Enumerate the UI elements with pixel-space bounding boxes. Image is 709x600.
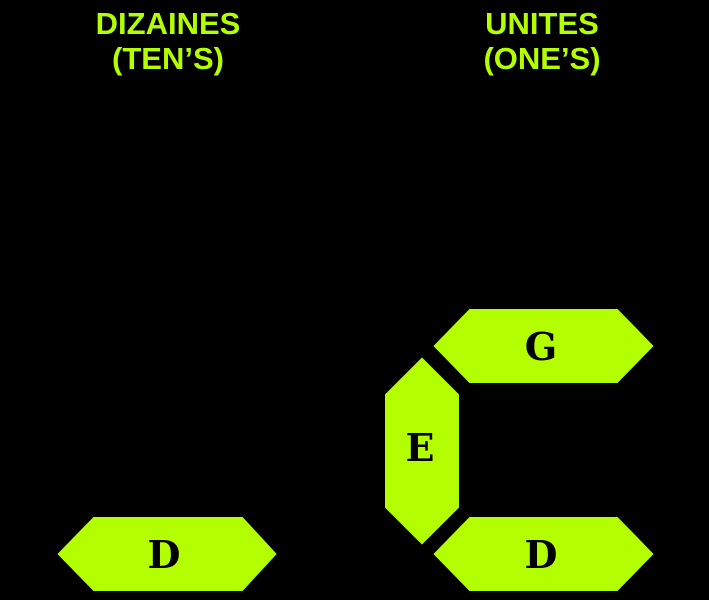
ones-segment-g: G bbox=[430, 307, 657, 385]
tens-heading-line2: (TEN’S) bbox=[112, 41, 224, 76]
tens-heading-line1: DIZAINES bbox=[95, 6, 241, 41]
ones-heading-line1: UNITES bbox=[485, 6, 599, 41]
tens-segment-d-shape bbox=[54, 515, 280, 593]
ones-segment-e-label: E bbox=[406, 425, 435, 470]
ones-heading: UNITES (ONE’S) bbox=[392, 6, 692, 76]
tens-segment-d-label: D bbox=[148, 532, 181, 577]
ones-segment-d: D bbox=[430, 515, 657, 593]
tens-segment-d: D bbox=[54, 515, 280, 593]
ones-segment-d-shape bbox=[430, 515, 657, 593]
ones-heading-line2: (ONE’S) bbox=[483, 41, 601, 76]
tens-heading: DIZAINES (TEN’S) bbox=[18, 6, 318, 76]
ones-segment-d-label: D bbox=[525, 532, 558, 577]
ones-segment-g-label: G bbox=[525, 324, 557, 369]
ones-segment-g-shape bbox=[430, 307, 657, 385]
ones-segment-e: E bbox=[383, 354, 461, 548]
ones-segment-e-shape bbox=[383, 354, 461, 548]
